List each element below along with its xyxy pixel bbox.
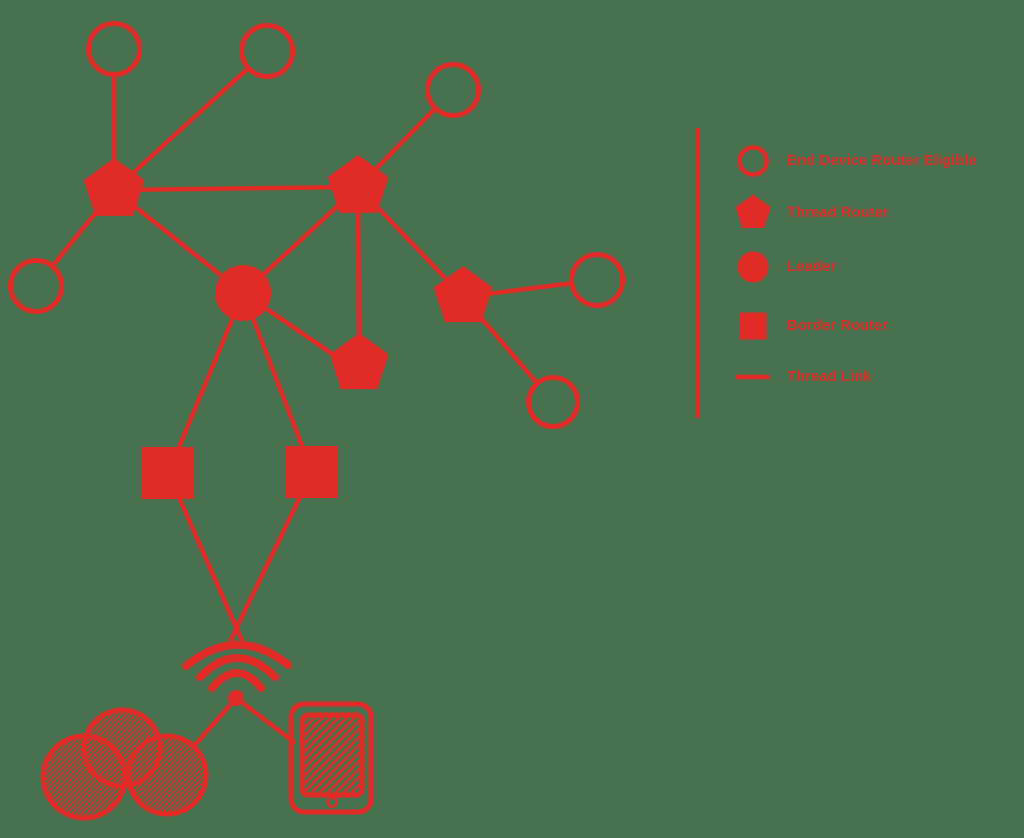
thread-link bbox=[113, 184, 359, 193]
thread-link bbox=[165, 292, 246, 474]
end-device-node bbox=[8, 258, 64, 314]
legend-item-thread-router: Thread Router bbox=[699, 193, 889, 233]
legend-item-label: End Device Router Eligible bbox=[787, 153, 977, 169]
thread-router-icon bbox=[733, 193, 773, 233]
legend-item-label: Thread Router bbox=[787, 205, 889, 221]
thread-link bbox=[190, 696, 238, 750]
wifi-arc-icon bbox=[182, 640, 292, 670]
leader-icon bbox=[733, 247, 773, 287]
legend-item-label: Thread Link bbox=[787, 369, 872, 385]
legend-item-end-device: End Device Router Eligible bbox=[699, 141, 977, 181]
thread-router-node bbox=[329, 333, 389, 390]
thread-link bbox=[165, 472, 245, 642]
thread-router-node bbox=[327, 155, 389, 213]
thread-link-icon bbox=[733, 357, 773, 397]
wifi-arc-icon bbox=[208, 669, 265, 692]
tablet-home-button bbox=[326, 796, 338, 808]
tablet-icon bbox=[288, 701, 374, 815]
thread-router-node bbox=[83, 158, 145, 216]
legend-item-border-router: Border Router bbox=[699, 306, 888, 346]
border-router-node bbox=[286, 446, 338, 498]
wifi-arc-icon bbox=[196, 654, 279, 681]
thread-router-node bbox=[433, 266, 493, 323]
tablet-screen bbox=[299, 712, 365, 798]
cloud-icon bbox=[125, 733, 209, 817]
end-device-node bbox=[569, 252, 625, 308]
thread-link bbox=[240, 292, 315, 473]
thread-link bbox=[234, 696, 297, 745]
thread-link bbox=[227, 471, 315, 642]
legend-item-thread-link: Thread Link bbox=[699, 357, 871, 397]
border-router-node bbox=[142, 447, 194, 499]
end-device-node bbox=[526, 375, 580, 429]
wifi-dot-icon bbox=[228, 690, 244, 706]
legend-item-label: Border Router bbox=[787, 318, 888, 334]
end-device-node bbox=[239, 23, 295, 79]
legend: End Device Router Eligible Thread Router… bbox=[696, 128, 1024, 418]
leader-node bbox=[215, 265, 271, 321]
legend-item-leader: Leader bbox=[699, 247, 836, 287]
border-router-icon bbox=[733, 306, 773, 346]
end-device-node bbox=[86, 21, 142, 77]
end-device-router-eligible-icon bbox=[733, 141, 773, 181]
thread-link bbox=[112, 68, 248, 192]
legend-item-label: Leader bbox=[787, 259, 836, 275]
end-device-node bbox=[425, 62, 481, 118]
